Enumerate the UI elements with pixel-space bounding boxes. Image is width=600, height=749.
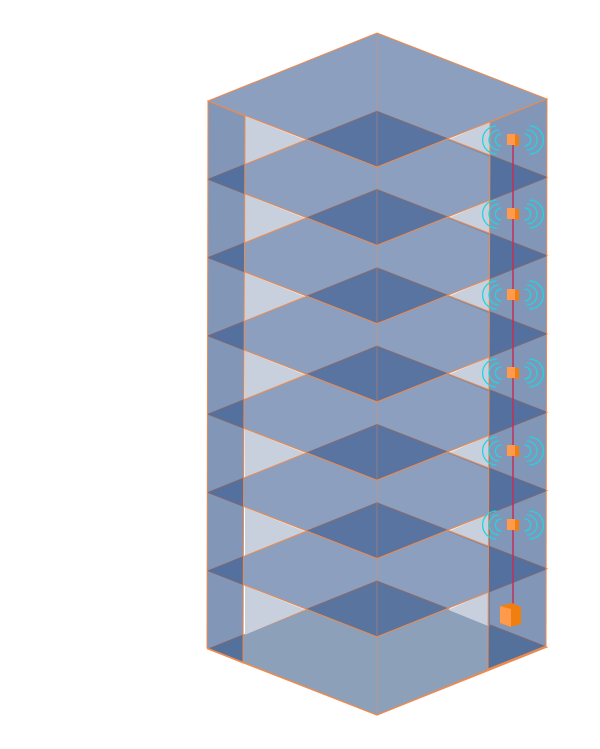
signal-wave-icon xyxy=(494,207,502,221)
access-point-icon xyxy=(507,519,515,530)
signal-wave-icon xyxy=(494,518,502,532)
window-gap-left xyxy=(245,350,305,400)
window-gap-left xyxy=(245,272,305,322)
window-gap-right xyxy=(448,591,490,627)
signal-wave-icon xyxy=(526,129,538,151)
signal-wave-icon xyxy=(488,203,500,225)
signal-wave-icon xyxy=(526,362,538,384)
window-gap-right xyxy=(448,356,490,392)
signal-wave-icon xyxy=(488,362,500,384)
window-gap-left xyxy=(245,116,305,165)
access-point-side xyxy=(515,135,519,146)
access-point-icon xyxy=(507,208,515,219)
access-point-icon xyxy=(507,134,515,145)
window-gap-right xyxy=(448,513,490,549)
window-gap-right xyxy=(448,278,490,314)
signal-wave-icon xyxy=(526,440,538,462)
signal-wave-icon xyxy=(524,366,532,380)
window-gap-right xyxy=(448,122,490,157)
signal-wave-icon xyxy=(482,199,497,229)
controller-box-face xyxy=(500,606,511,627)
signal-wave-icon xyxy=(524,518,532,532)
access-point-icon xyxy=(507,367,515,378)
signal-wave-icon xyxy=(526,514,538,536)
signal-wave-icon xyxy=(524,288,532,302)
signal-wave-icon xyxy=(529,358,544,388)
window-gap-left xyxy=(245,194,305,244)
signal-wave-icon xyxy=(524,444,532,458)
signal-wave-icon xyxy=(529,125,544,155)
window-gap-left xyxy=(245,507,305,557)
signal-wave-icon xyxy=(494,366,502,380)
signal-wave-icon xyxy=(529,510,544,540)
access-point-icon xyxy=(507,289,515,300)
signal-wave-icon xyxy=(488,284,500,306)
window-gap-right xyxy=(448,435,490,471)
window-gap-right xyxy=(448,200,490,236)
signal-wave-icon xyxy=(529,199,544,229)
signal-wave-icon xyxy=(488,129,500,151)
signal-wave-icon xyxy=(494,288,502,302)
base-edge xyxy=(206,645,547,716)
access-point-side xyxy=(515,446,519,457)
access-point-side xyxy=(515,290,519,301)
signal-wave-icon xyxy=(494,133,502,147)
window-gap-left xyxy=(245,585,305,635)
signal-wave-icon xyxy=(482,358,497,388)
access-point-side xyxy=(515,368,519,379)
access-point-icon xyxy=(507,445,515,456)
signal-wave-icon xyxy=(488,514,500,536)
signal-wave-icon xyxy=(529,280,544,310)
left-wall xyxy=(206,100,246,664)
signal-wave-icon xyxy=(494,444,502,458)
signal-wave-icon xyxy=(488,440,500,462)
access-point-side xyxy=(515,209,519,220)
signal-wave-icon xyxy=(482,125,497,155)
signal-wave-icon xyxy=(482,436,497,466)
signal-wave-icon xyxy=(529,436,544,466)
signal-wave-icon xyxy=(524,207,532,221)
signal-wave-icon xyxy=(482,280,497,310)
window-gap-left xyxy=(245,429,305,479)
signal-wave-icon xyxy=(524,133,532,147)
signal-wave-icon xyxy=(482,510,497,540)
access-point-side xyxy=(515,520,519,531)
signal-wave-icon xyxy=(526,284,538,306)
signal-wave-icon xyxy=(526,203,538,225)
